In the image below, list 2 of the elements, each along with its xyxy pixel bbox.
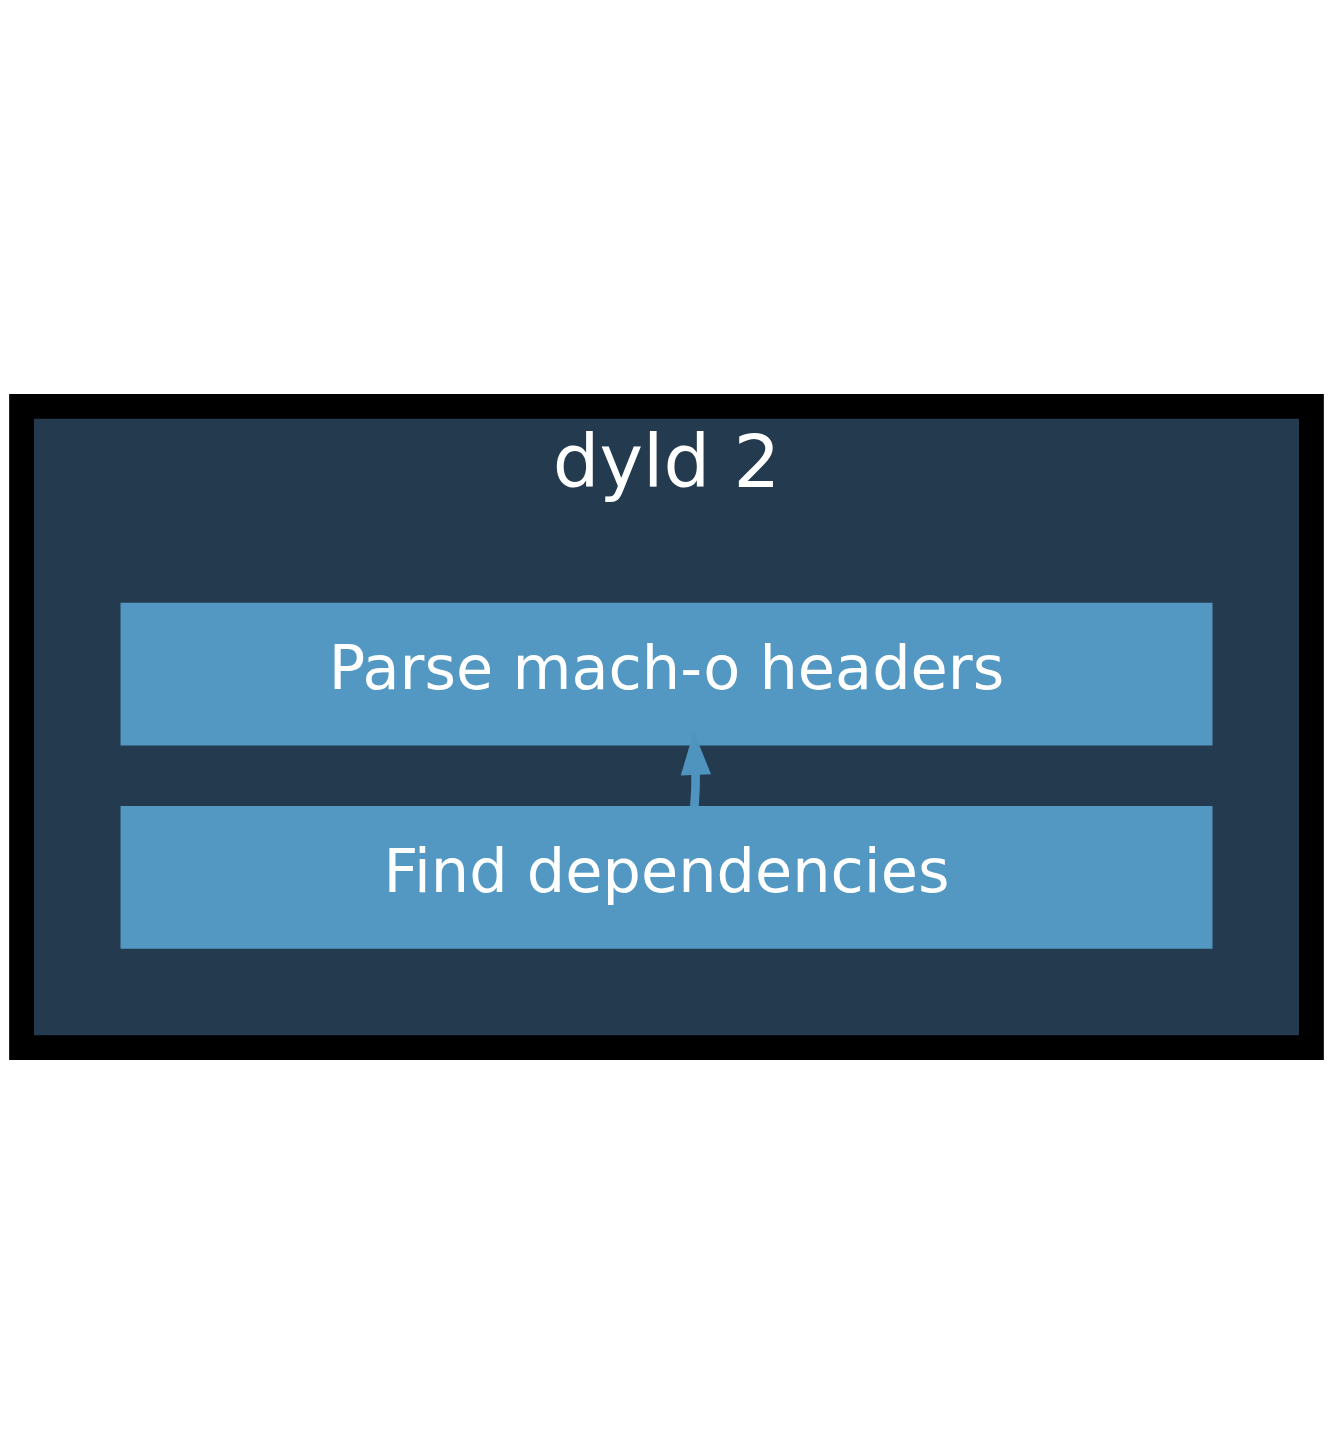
node-box: Parse mach-o headers [120, 602, 1212, 746]
node-box: Find dependencies [120, 805, 1212, 949]
